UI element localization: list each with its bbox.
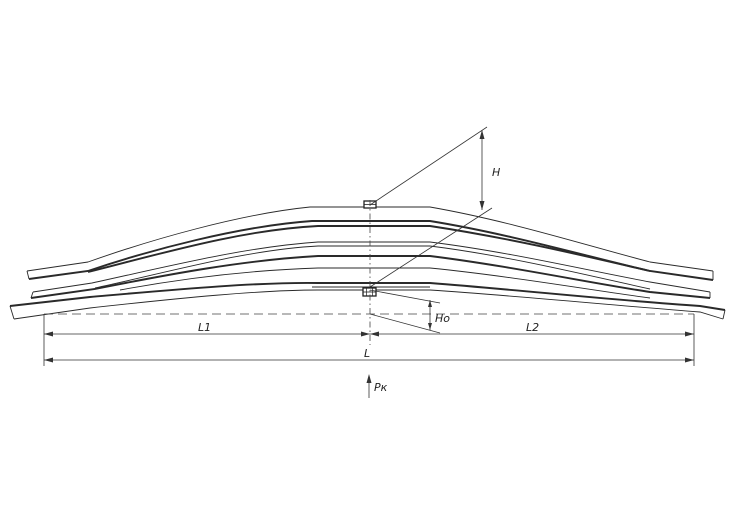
center-bolt xyxy=(362,200,377,297)
label-l1: L1 xyxy=(198,321,211,334)
h0-dimension xyxy=(369,289,441,334)
l1-l2-dimension xyxy=(43,314,695,366)
force-arrow xyxy=(366,374,372,398)
spring-leaf-4 xyxy=(9,267,726,311)
spring-leaf-2 xyxy=(30,225,711,299)
h-dimension xyxy=(369,126,493,288)
label-l2: L2 xyxy=(526,321,539,334)
label-l: L xyxy=(364,347,370,360)
spring-leaf-5 xyxy=(9,286,726,320)
label-pk: Pк xyxy=(374,381,388,394)
label-h0: Ho xyxy=(435,312,450,325)
spring-leaf-3 xyxy=(30,245,711,299)
l-dimension xyxy=(44,357,694,363)
label-h: H xyxy=(492,166,500,179)
